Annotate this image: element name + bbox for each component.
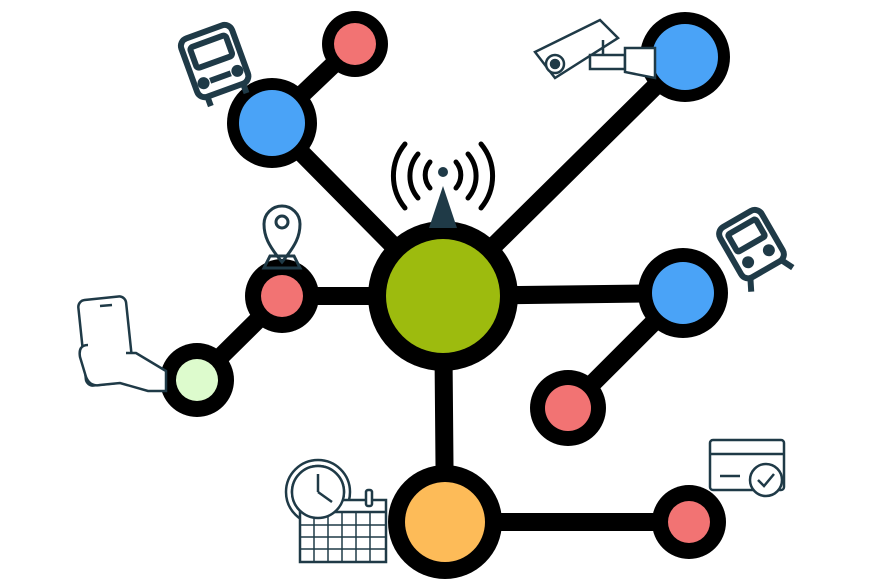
credit-card-check-icon: [708, 438, 786, 498]
schedule-node: [388, 465, 502, 579]
hub-fill: [386, 239, 500, 353]
train-node: [638, 248, 728, 338]
camera-node: [640, 12, 730, 102]
camera-node-fill: [652, 24, 718, 90]
phone-in-hand-icon: [77, 295, 168, 393]
bus-node: [227, 78, 317, 168]
phone-node: [160, 343, 234, 417]
schedule-node-fill: [405, 482, 485, 562]
calendar-icon: [290, 464, 388, 564]
phone-node-fill: [176, 359, 218, 401]
hub: [368, 221, 518, 371]
bus-leaf-fill: [334, 23, 376, 65]
train-node-fill: [652, 262, 714, 324]
location-node-fill: [261, 275, 303, 317]
bus-icon: [177, 21, 252, 108]
payment-node: [652, 485, 726, 559]
security-camera-icon: [533, 18, 657, 80]
train-icon: [716, 206, 795, 292]
location-pin-icon: [261, 204, 303, 270]
payment-node-fill: [668, 501, 710, 543]
bus-node-fill: [239, 90, 305, 156]
train-leaf-fill: [545, 385, 591, 431]
train-leaf: [530, 370, 606, 446]
location-node: [245, 259, 319, 333]
bus-leaf: [322, 11, 388, 77]
wifi-antenna-icon: [390, 141, 496, 228]
